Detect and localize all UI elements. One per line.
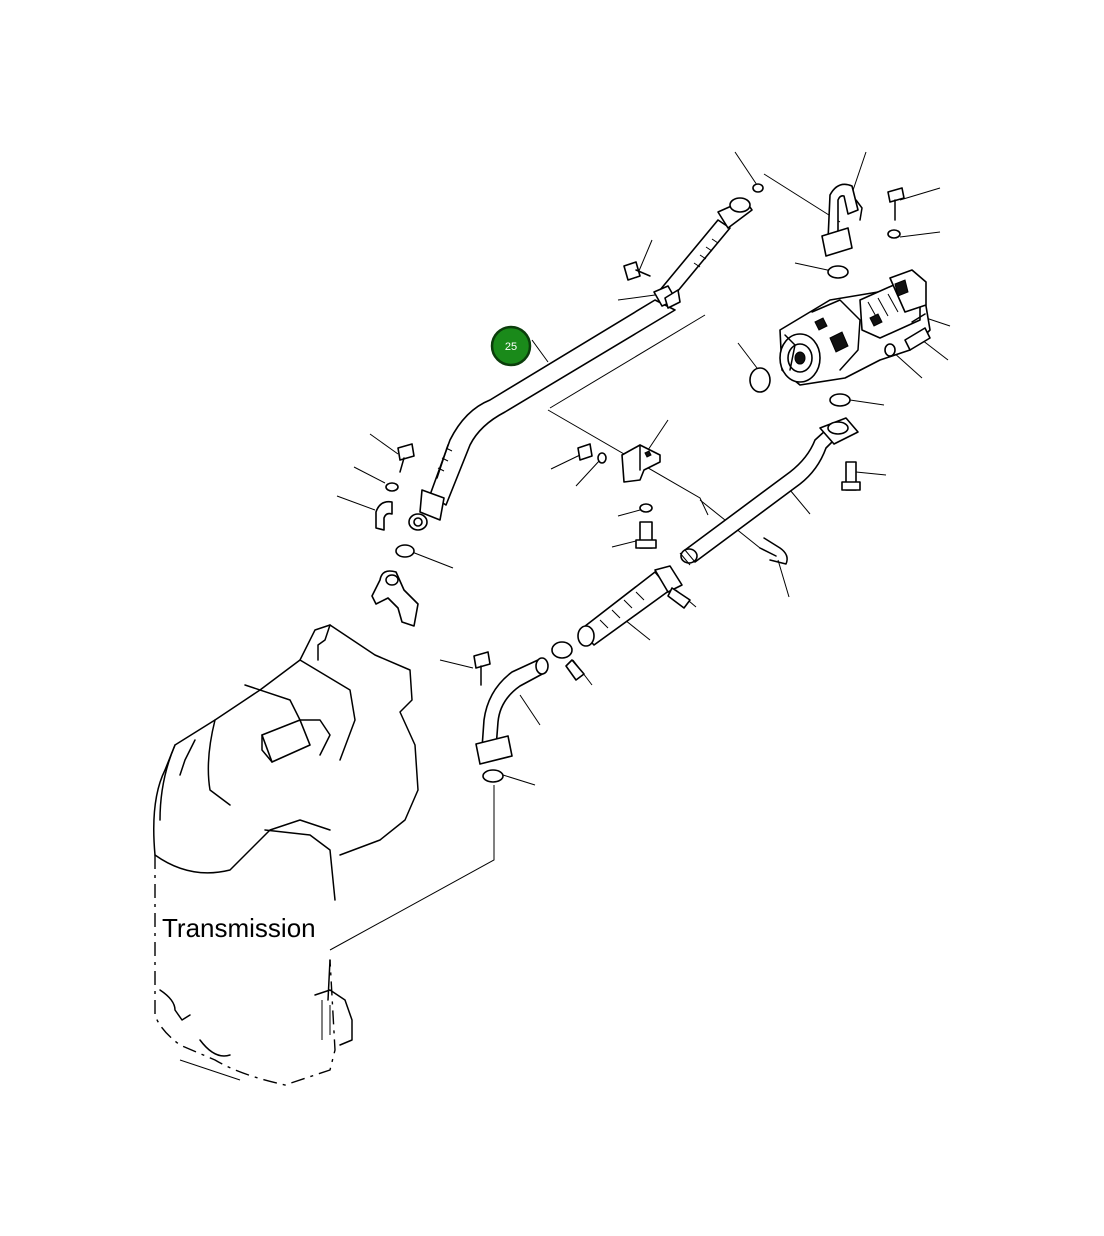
transmission-housing bbox=[153, 624, 419, 1086]
o-ring bbox=[829, 393, 851, 407]
washer bbox=[385, 482, 399, 492]
upper-elbow-pipe bbox=[821, 183, 905, 279]
callout-25-badge bbox=[490, 325, 532, 367]
washer bbox=[884, 343, 896, 357]
mounting-bracket bbox=[577, 443, 661, 549]
o-ring bbox=[395, 544, 415, 558]
bolt bbox=[623, 261, 641, 281]
hose-clamp bbox=[551, 641, 573, 659]
nut bbox=[577, 443, 593, 461]
callout-25-number: 25 bbox=[505, 341, 517, 353]
suction-tube-right bbox=[679, 417, 861, 566]
hose-assembly-25 bbox=[408, 183, 764, 531]
callout-25[interactable]: 25 bbox=[490, 325, 532, 367]
bolt bbox=[904, 327, 931, 351]
split-flange bbox=[375, 500, 393, 531]
bolt bbox=[473, 651, 491, 669]
elbow-fitting bbox=[371, 570, 419, 627]
hose-clamp bbox=[654, 565, 683, 593]
left-fittings bbox=[371, 443, 419, 627]
o-ring-large bbox=[749, 367, 771, 393]
lower-elbow-pipe bbox=[473, 651, 549, 783]
o-ring bbox=[482, 769, 504, 783]
transmission-label: Transmission bbox=[162, 913, 316, 943]
hydraulic-pump bbox=[749, 269, 931, 407]
u-clip bbox=[763, 537, 788, 565]
bolt bbox=[887, 187, 905, 203]
washer bbox=[597, 452, 607, 464]
washer bbox=[887, 229, 901, 239]
o-ring bbox=[827, 265, 849, 279]
rubber-hose-with-clamps bbox=[551, 565, 691, 681]
bolt bbox=[397, 443, 415, 461]
washer bbox=[639, 503, 653, 513]
washer bbox=[752, 183, 764, 193]
